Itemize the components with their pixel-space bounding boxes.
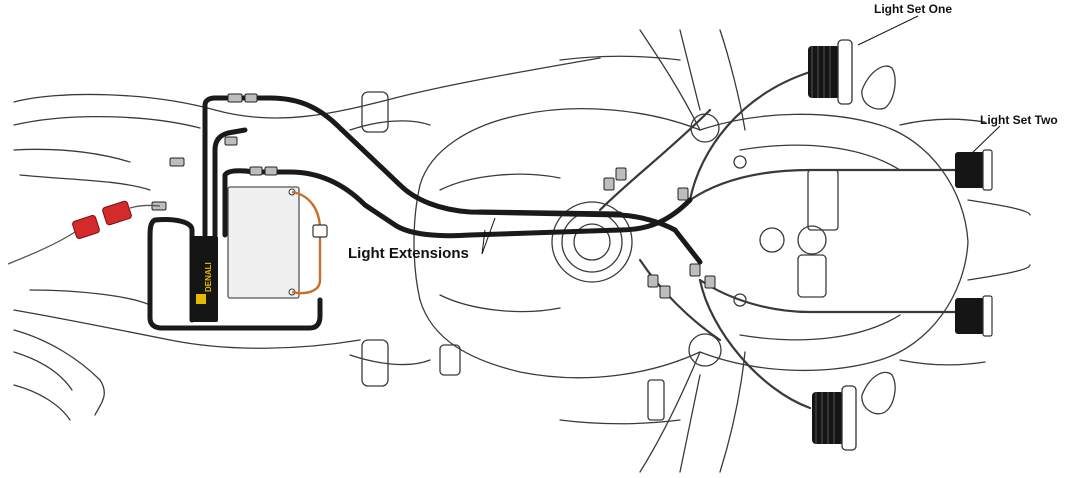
leader-lines	[481, 15, 1001, 255]
label-light-set-two: Light Set Two	[980, 113, 1058, 127]
light-set-two-upper	[955, 149, 993, 191]
controller-brand: DENALI	[204, 262, 213, 292]
power-lead	[7, 204, 161, 265]
inline-fuse	[312, 224, 328, 238]
harness-connectors	[151, 93, 716, 299]
battery-cable	[291, 190, 322, 295]
light-set-one-upper	[808, 39, 853, 105]
denali-controller: DENALI	[190, 236, 218, 322]
main-harness	[147, 95, 703, 331]
battery	[227, 186, 300, 299]
red-fuse-holder	[72, 200, 132, 239]
label-light-extensions: Light Extensions	[348, 245, 469, 262]
turn-signals	[861, 65, 896, 415]
label-light-set-one: Light Set One	[874, 2, 952, 16]
light-lead-wires	[598, 70, 957, 410]
light-set-two-lower	[955, 295, 993, 337]
light-set-one-lower	[812, 385, 857, 451]
